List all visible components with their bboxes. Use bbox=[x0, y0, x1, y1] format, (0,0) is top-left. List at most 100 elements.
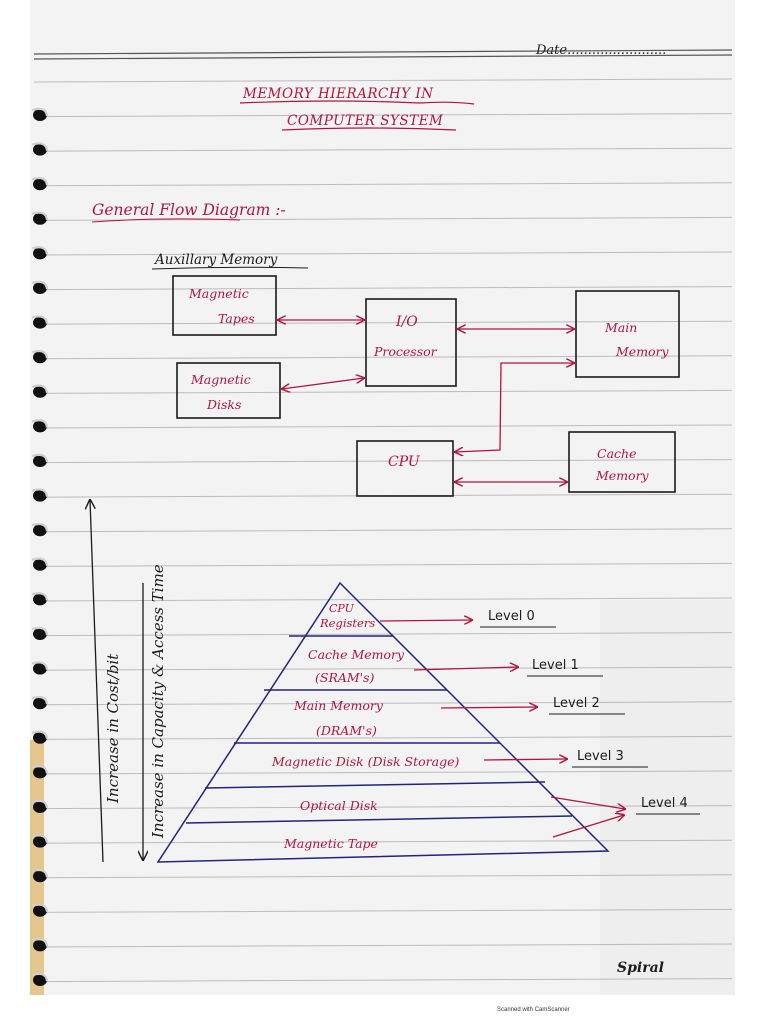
spiral-ring bbox=[31, 384, 49, 393]
layer-cpu-registers-2: Registers bbox=[319, 616, 375, 630]
spiral-ring bbox=[31, 453, 49, 463]
ruled-line bbox=[33, 355, 733, 360]
auxiliary-memory-underline bbox=[151, 266, 309, 270]
layer-main-memory-2: (DRAM's) bbox=[316, 723, 377, 738]
magnetic-disks-label-1: Magnetic bbox=[190, 372, 251, 387]
ruled-line bbox=[33, 113, 733, 118]
spiral-hole bbox=[33, 489, 47, 502]
ruled-lines bbox=[33, 78, 733, 983]
level-1-label: Level 1 bbox=[532, 658, 579, 673]
level-4-arrow-b bbox=[552, 815, 624, 838]
magnetic-disks-label-2: Disks bbox=[206, 397, 241, 412]
spiral-ring bbox=[31, 246, 49, 255]
spiral-ring bbox=[31, 868, 49, 878]
spiral-hole bbox=[33, 697, 47, 710]
spiral-hole bbox=[33, 628, 47, 640]
spiral-hole bbox=[33, 766, 47, 779]
ruled-line bbox=[33, 459, 733, 464]
level-3-arrow bbox=[483, 759, 567, 760]
level-4-label: Level 4 bbox=[641, 796, 688, 811]
ruled-line bbox=[33, 632, 733, 637]
ruled-line bbox=[33, 735, 733, 740]
ruled-line bbox=[33, 216, 733, 221]
spiral-ring bbox=[31, 176, 49, 186]
main-memory-box bbox=[575, 290, 680, 378]
spiral-strip bbox=[30, 740, 44, 995]
io-processor-box bbox=[365, 298, 457, 387]
ruled-line bbox=[33, 597, 733, 602]
page-title-line-1: MEMORY HIERARCHY IN bbox=[242, 86, 434, 102]
magnetic-tapes-box bbox=[172, 275, 277, 336]
ruled-line bbox=[33, 182, 733, 187]
cache-memory-label-2: Memory bbox=[595, 468, 650, 483]
spiral-ring bbox=[31, 661, 49, 670]
layer-cpu-registers-1: CPU bbox=[329, 602, 355, 615]
level-0-label: Level 0 bbox=[488, 609, 535, 624]
cost-axis-label: Increase in Cost/bit bbox=[104, 653, 122, 804]
page-shadow bbox=[600, 600, 735, 995]
ruled-line bbox=[33, 251, 733, 256]
spiral-hole bbox=[33, 351, 47, 364]
spiral-ring bbox=[31, 522, 49, 532]
spiral-ring bbox=[31, 972, 49, 982]
general-flow-underline bbox=[91, 218, 241, 223]
cpu-box bbox=[356, 440, 454, 497]
ruled-line bbox=[33, 666, 733, 671]
pyramid-divider-4 bbox=[204, 781, 546, 789]
level-2-label: Level 2 bbox=[553, 696, 600, 711]
pyramid-outline bbox=[156, 581, 610, 863]
ruled-line bbox=[33, 908, 733, 913]
spiral-hole bbox=[33, 143, 47, 156]
title-underline-2 bbox=[281, 127, 457, 131]
ruled-line bbox=[33, 839, 733, 844]
ruled-line bbox=[33, 320, 733, 325]
ruled-line bbox=[33, 805, 733, 810]
layer-main-memory-1: Main Memory bbox=[293, 698, 384, 713]
spiral-ring bbox=[31, 765, 49, 774]
spiral-hole bbox=[33, 178, 47, 191]
spiral-hole bbox=[33, 282, 47, 294]
io-processor-label-1: I/O bbox=[395, 314, 418, 330]
magnetic-tapes-label-2: Tapes bbox=[218, 311, 255, 326]
pyramid-divider-5 bbox=[185, 815, 573, 824]
notebook-brand: Spiral bbox=[617, 960, 664, 976]
spiral-ring bbox=[31, 349, 49, 359]
top-rule-double-1 bbox=[33, 49, 733, 55]
spiral-ring bbox=[31, 834, 49, 843]
cache-memory-label-1: Cache bbox=[597, 446, 636, 461]
arrow-cpu-main bbox=[455, 363, 574, 452]
cost-axis-arrow bbox=[90, 500, 104, 863]
ruled-line bbox=[33, 874, 733, 879]
date-label: Date........................ bbox=[535, 43, 666, 58]
spiral-ring bbox=[31, 557, 49, 566]
ruled-line bbox=[33, 978, 733, 983]
flow-arrows bbox=[278, 320, 574, 482]
spiral-hole bbox=[33, 835, 47, 848]
spiral-hole bbox=[33, 558, 47, 571]
ruled-line bbox=[33, 286, 733, 291]
spiral-hole bbox=[33, 524, 47, 537]
spiral-hole bbox=[33, 316, 47, 329]
spiral-hole bbox=[33, 870, 47, 883]
level-4-arrow-a bbox=[550, 796, 625, 809]
cpu-label: CPU bbox=[388, 454, 421, 470]
layer-cache-memory-1: Cache Memory bbox=[308, 647, 405, 662]
spiral-ring bbox=[31, 695, 49, 705]
layer-magnetic-tape: Magnetic Tape bbox=[283, 836, 378, 851]
top-rule-double-2 bbox=[33, 54, 733, 60]
page-title-line-2: COMPUTER SYSTEM bbox=[287, 113, 444, 129]
layer-optical-disk: Optical Disk bbox=[300, 798, 378, 813]
spiral-binding bbox=[31, 107, 49, 986]
spiral-ring bbox=[31, 142, 49, 151]
spiral-ring bbox=[31, 592, 49, 601]
spiral-ring bbox=[31, 799, 49, 809]
spiral-ring bbox=[31, 419, 49, 428]
arrow-disks-io bbox=[282, 378, 364, 389]
level-3-label: Level 3 bbox=[577, 749, 624, 764]
ruled-line bbox=[33, 562, 733, 567]
spiral-hole bbox=[33, 385, 47, 398]
level-underlines bbox=[480, 626, 700, 815]
layer-cache-memory-2: (SRAM's) bbox=[315, 670, 375, 685]
spiral-ring bbox=[31, 938, 49, 947]
